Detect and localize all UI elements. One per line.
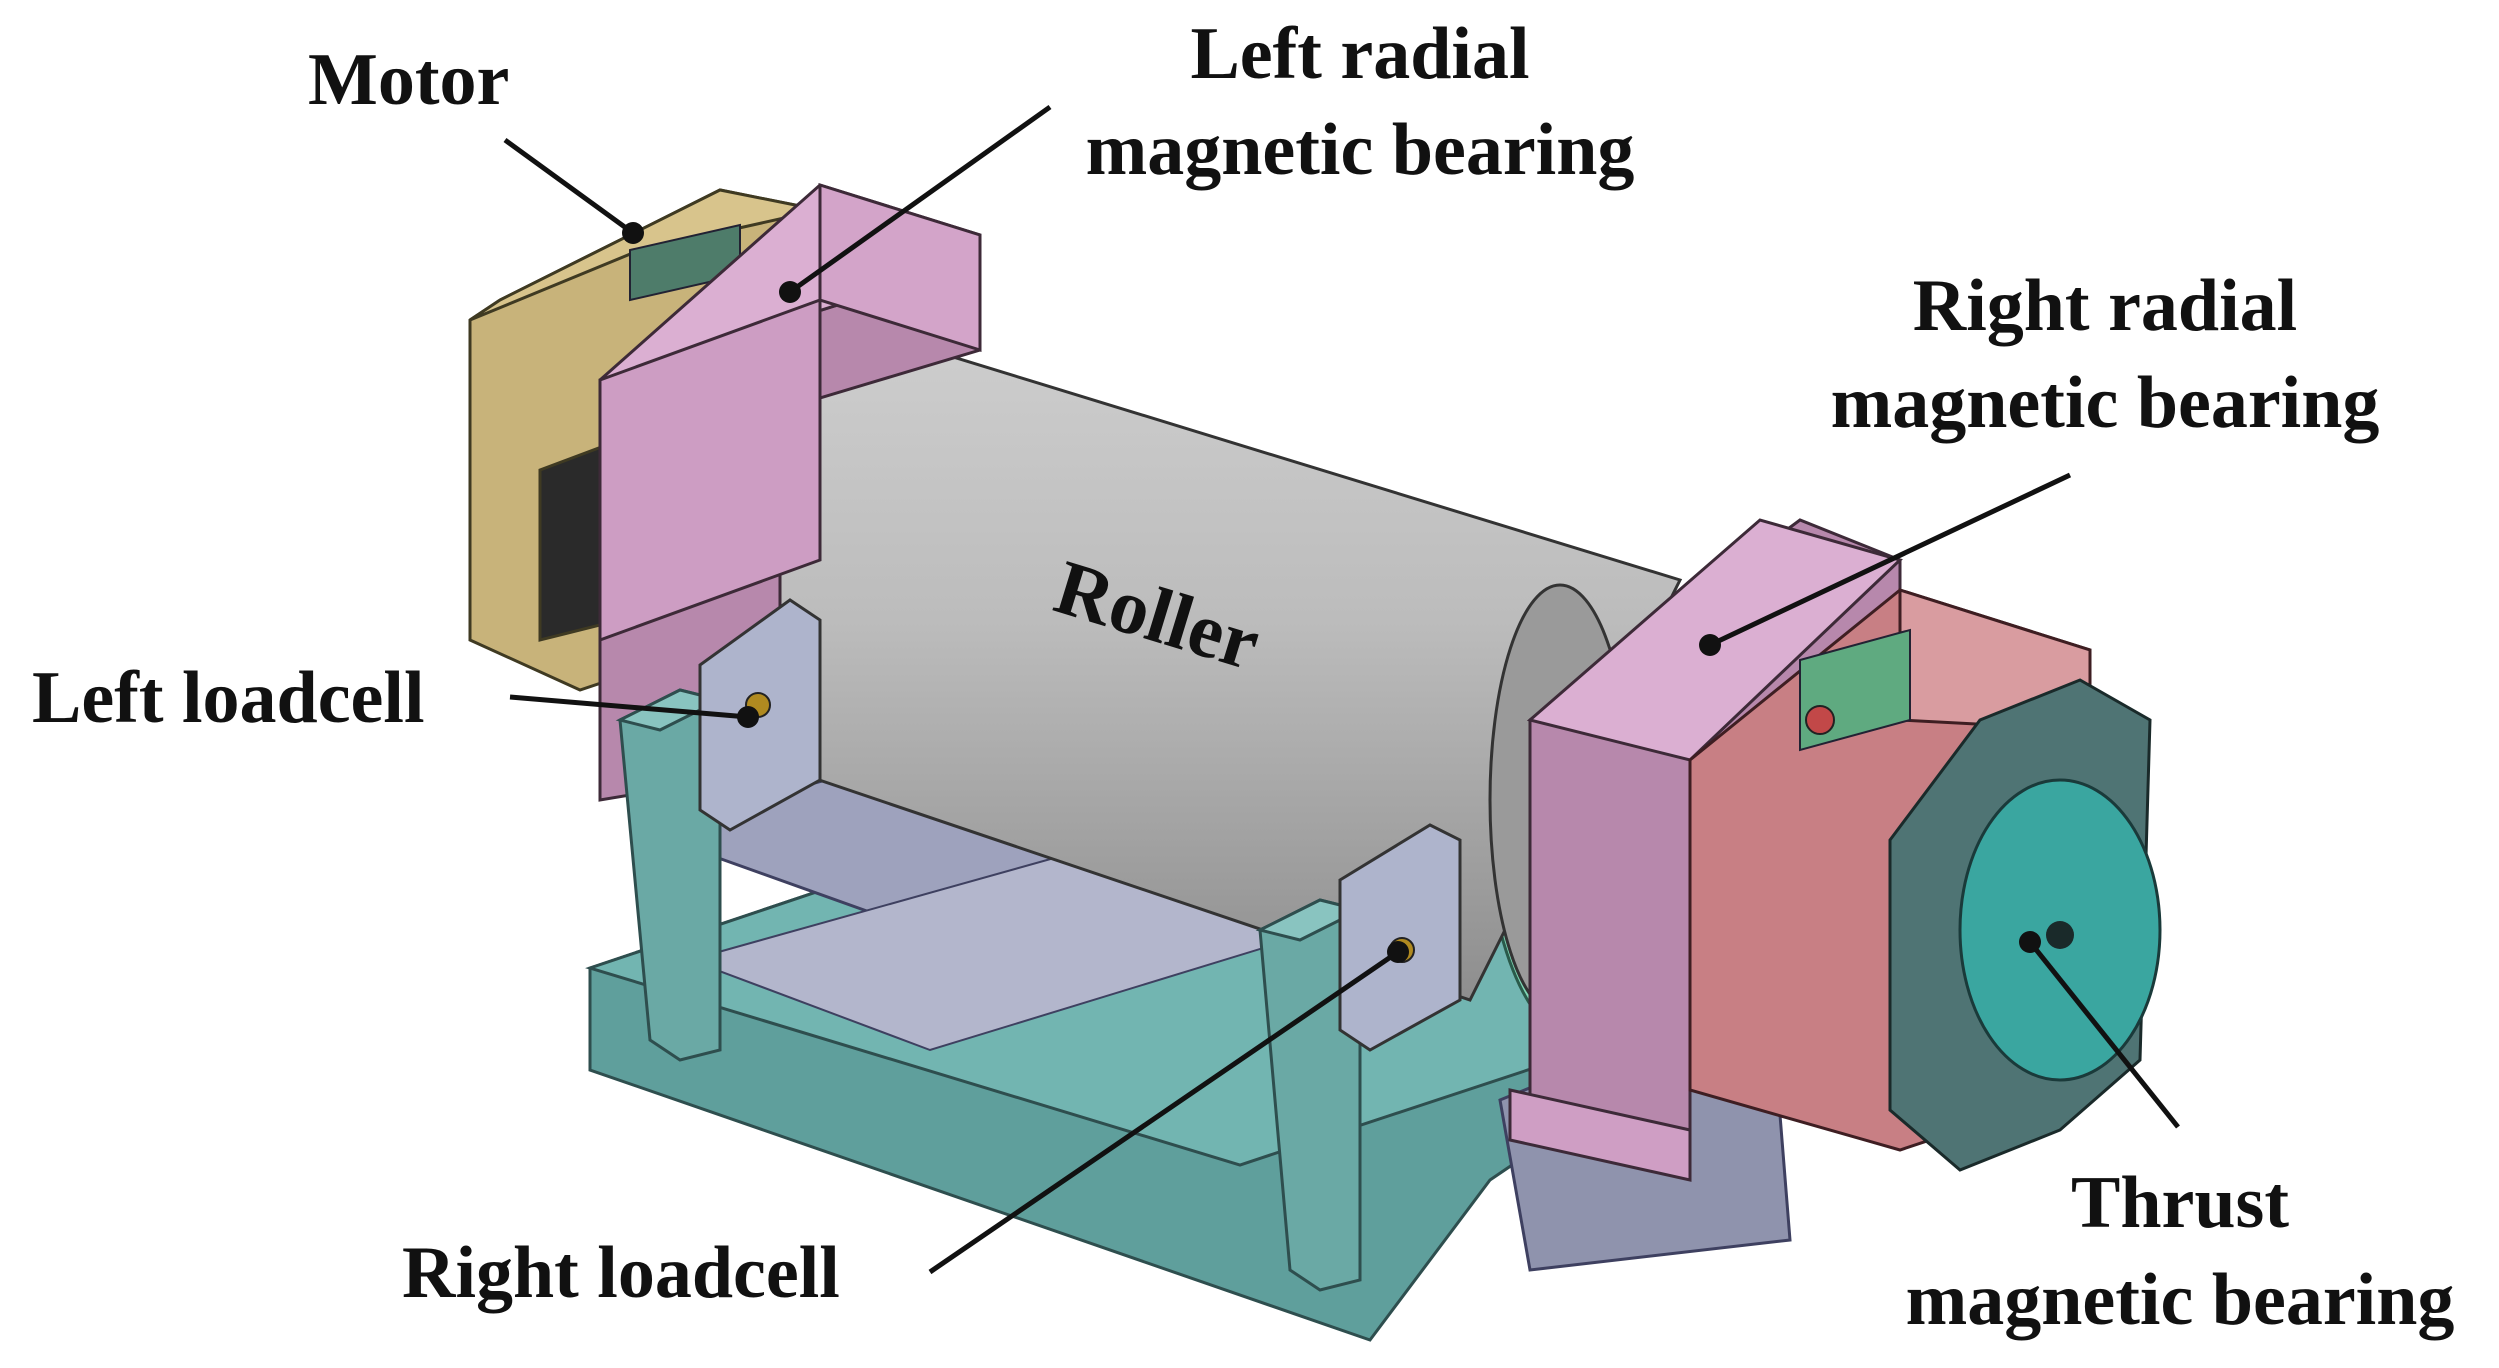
right-loadcell-leader-line: [928, 949, 1400, 1275]
left-radial-label-line2: magnetic bearing: [1085, 109, 1635, 191]
leader-dots: [622, 222, 2041, 963]
thrust-label-line1: Thrust: [2071, 1162, 2289, 1244]
right-radial-label-line2: magnetic bearing: [1830, 362, 2380, 444]
motor-leader-line: [503, 137, 635, 236]
motor-point: [622, 222, 644, 244]
thrust-label-line2: magnetic bearing: [1905, 1259, 2455, 1341]
thrust-point: [2019, 931, 2041, 953]
thrust-leader-line: [2028, 940, 2180, 1129]
thrust-disk: [1888, 678, 2162, 1172]
right-radial-label-line1: Right radial: [1912, 265, 2298, 347]
left-loadcell-label: Left loadcell: [32, 657, 425, 739]
left-radial-point: [779, 281, 801, 303]
motor-label: Motor: [308, 39, 510, 121]
leader-lines: [503, 104, 2180, 1275]
right-radial-leader-line: [1708, 472, 2072, 648]
right-radial-point: [1699, 634, 1721, 656]
left-radial-label-line1: Left radial: [1190, 13, 1530, 95]
left-loadcell-point: [737, 706, 759, 728]
left-loadcell-leader-line: [509, 694, 749, 720]
left-radial-leader-line: [788, 104, 1052, 295]
right-loadcell-point: [1387, 941, 1409, 963]
right-loadcell-label: Right loadcell: [402, 1232, 840, 1314]
